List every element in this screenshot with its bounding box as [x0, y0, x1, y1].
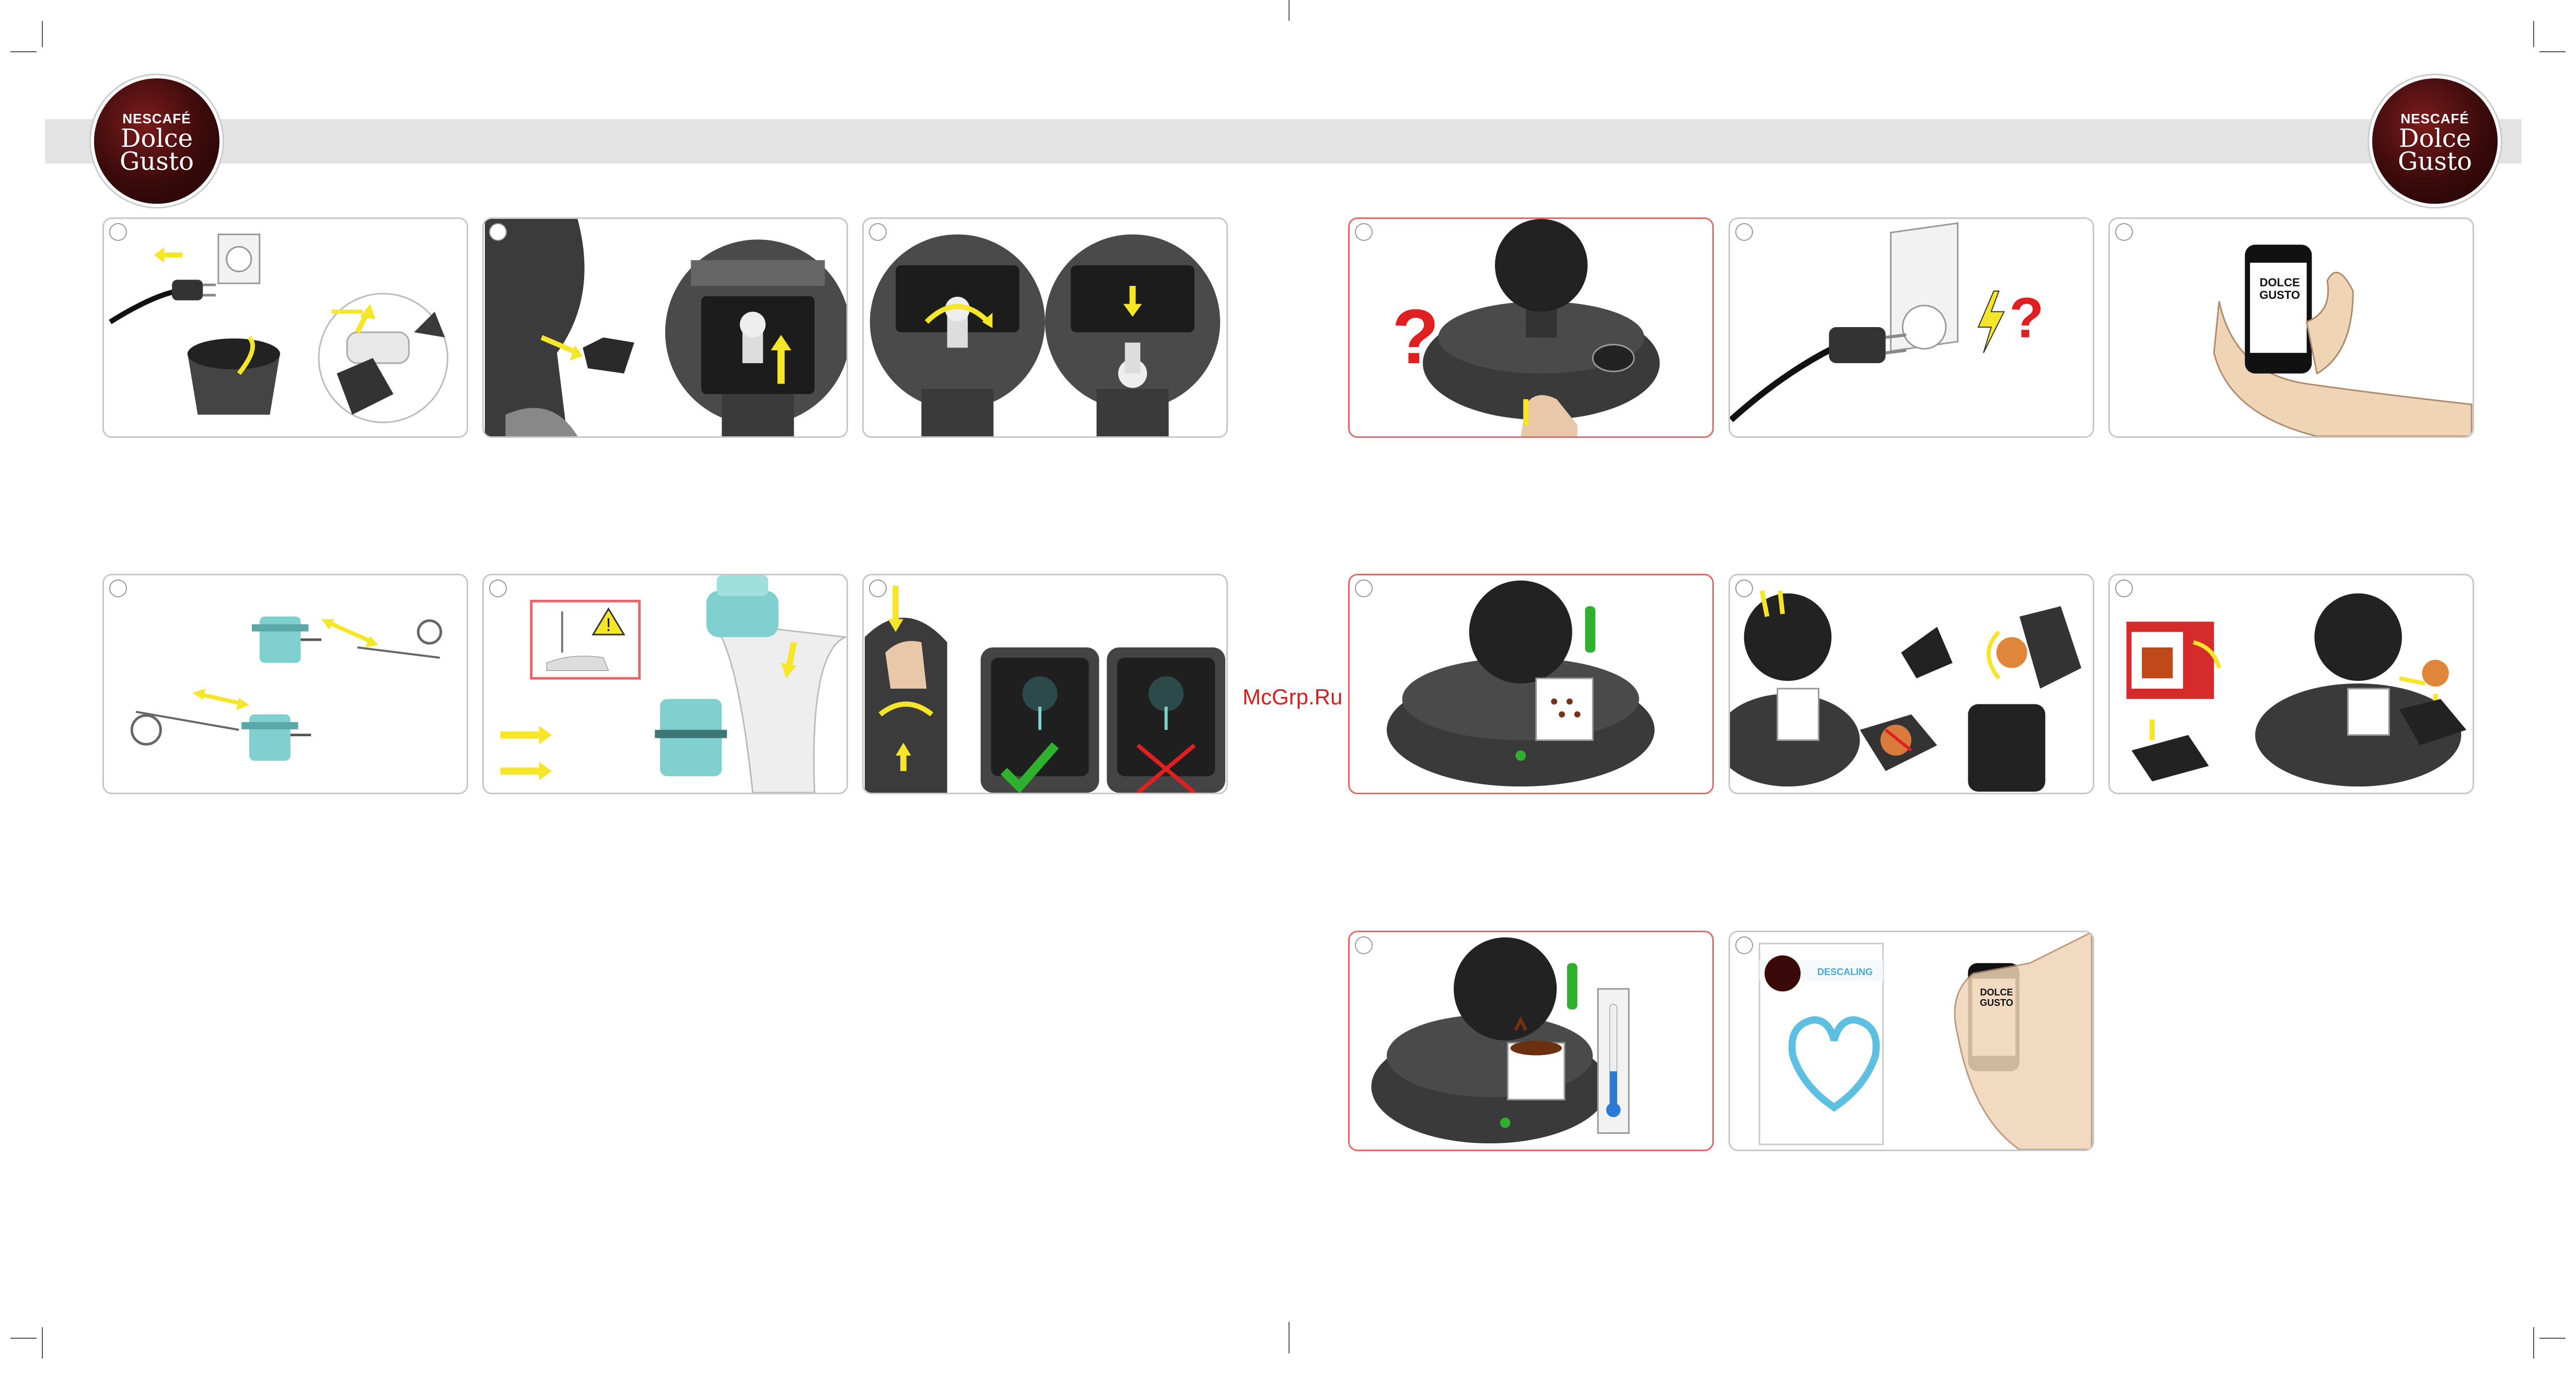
illustration-phone-app	[2110, 219, 2473, 436]
illustration-spring-parts	[104, 575, 467, 793]
crop-mark	[10, 1338, 37, 1339]
descaling-title: DESCALING	[1808, 967, 1882, 978]
illustration-rotate-needle	[864, 219, 1226, 436]
crop-mark	[2533, 21, 2534, 47]
illustration-unplug	[104, 219, 467, 436]
svg-text:!: !	[606, 614, 611, 635]
step-number-circle	[1735, 579, 1753, 597]
crop-mark	[42, 21, 43, 47]
app-card-label: DOLCE GUSTO	[2251, 276, 2308, 302]
illustration-capsule-cup	[1350, 575, 1712, 793]
svg-text:?: ?	[2009, 286, 2044, 350]
crop-mark	[2539, 1338, 2566, 1339]
illustration-descaling	[1730, 932, 2093, 1150]
crop-mark	[1289, 1322, 1290, 1353]
panel-phone-app: DOLCE GUSTO	[2108, 217, 2474, 438]
panel-check-power: ?	[1728, 217, 2094, 438]
illustration-machine-question: ?	[1350, 219, 1712, 436]
brand-line3: Gusto	[94, 150, 219, 173]
panel-reinsert-check	[862, 574, 1228, 794]
step-number-circle	[489, 579, 507, 597]
step-number-circle	[1355, 936, 1373, 954]
illustration-reinsert-check	[864, 575, 1226, 793]
panel-descaling: DESCALING DOLCE GUSTO	[1728, 931, 2094, 1151]
step-number-circle	[1735, 936, 1753, 954]
watermark-text: McGrp.Ru	[1243, 685, 1342, 710]
app-phone-label: DOLCE GUSTO	[1975, 987, 2018, 1008]
illustration-capsule-remove	[1730, 575, 2093, 793]
step-number-circle	[489, 223, 507, 241]
brand-logo-right: NESCAFÉ Dolce Gusto	[2372, 78, 2498, 204]
brand-line3: Gusto	[2372, 150, 2498, 173]
panel-capsule-insert	[2108, 574, 2474, 794]
crop-mark	[2539, 51, 2566, 52]
panel-spring-parts	[102, 574, 468, 794]
illustration-needle-warning: !	[484, 575, 846, 793]
crop-mark	[42, 1327, 43, 1359]
panel-capsule-cup	[1348, 574, 1714, 794]
step-number-circle	[109, 579, 127, 597]
step-number-circle	[109, 223, 127, 241]
illustration-check-power: ?	[1730, 219, 2093, 436]
illustration-remove-holder	[484, 219, 846, 436]
crop-mark	[10, 51, 37, 52]
step-number-circle	[869, 579, 887, 597]
step-number-circle	[1735, 223, 1753, 241]
panel-hot-coffee	[1348, 931, 1714, 1151]
step-number-circle	[869, 223, 887, 241]
crop-mark	[1289, 0, 1290, 21]
illustration-hot-coffee	[1350, 932, 1712, 1150]
step-number-circle	[2115, 223, 2133, 241]
illustration-capsule-insert	[2110, 575, 2473, 793]
header-band	[45, 119, 2522, 164]
panel-machine-question: ?	[1348, 217, 1714, 438]
panel-remove-holder	[482, 217, 848, 438]
step-number-circle	[1355, 223, 1373, 241]
panel-needle-warning: !	[482, 574, 848, 794]
panel-unplug-clean	[102, 217, 468, 438]
crop-mark	[2533, 1327, 2534, 1359]
step-number-circle	[2115, 579, 2133, 597]
step-number-circle	[1355, 579, 1373, 597]
brand-logo-left: NESCAFÉ Dolce Gusto	[94, 78, 219, 204]
panel-capsule-remove	[1728, 574, 2094, 794]
panel-rotate-needle	[862, 217, 1228, 438]
